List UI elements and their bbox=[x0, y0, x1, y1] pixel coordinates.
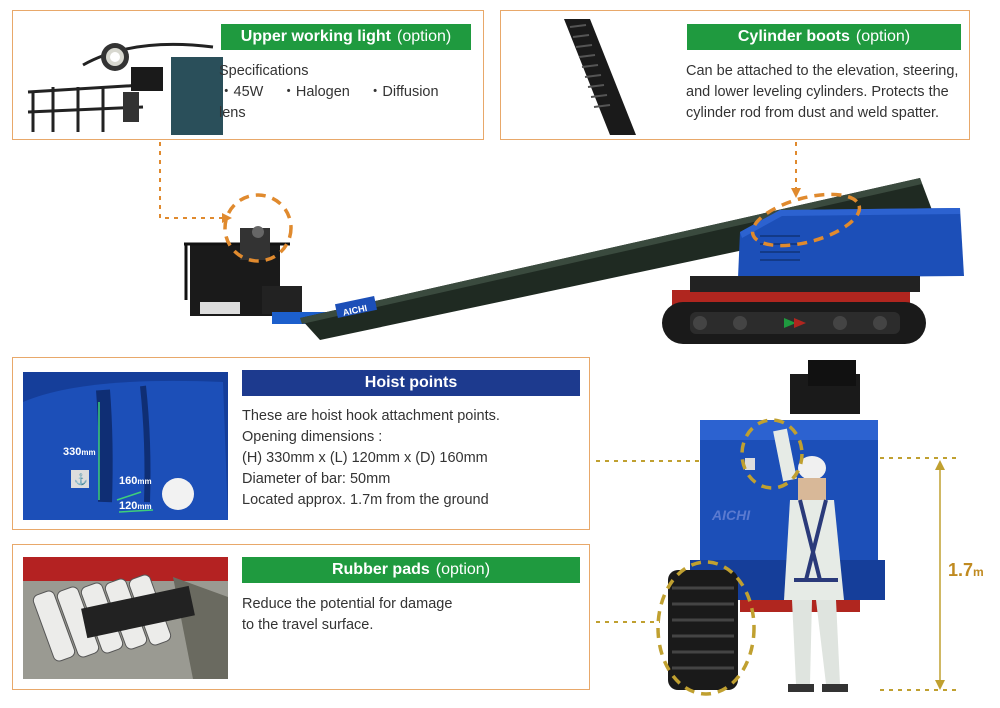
rubber-pads-option: (option) bbox=[435, 561, 491, 578]
rubber-pads-description: Reduce the potential for damage to the t… bbox=[242, 594, 452, 636]
rubber-pads-header: Rubber pads (option) bbox=[242, 557, 580, 583]
hoist-points-title: Hoist points bbox=[364, 374, 458, 391]
height-value: 1.7 bbox=[948, 560, 974, 580]
dim-depth-unit: mm bbox=[137, 477, 152, 486]
upper-light-spec-list: 45W Halogen Diffusion lens bbox=[219, 82, 483, 124]
hoist-points-callout: ⚓ 330mm 160mm 120mm Hoist points These a… bbox=[12, 357, 590, 530]
dim-height-unit: mm bbox=[81, 448, 96, 457]
cylinder-boots-title: Cylinder boots bbox=[737, 28, 850, 45]
hoist-points-description: These are hoist hook attachment points. … bbox=[242, 406, 500, 511]
hoist-point-photo: ⚓ 330mm 160mm 120mm bbox=[23, 372, 228, 520]
working-light-photo bbox=[23, 17, 223, 135]
upper-light-callout: Upper working light (option) Specificatio… bbox=[12, 10, 484, 140]
hoist-points-header: Hoist points bbox=[242, 370, 580, 396]
description-line: These are hoist hook attachment points. bbox=[242, 408, 500, 424]
dim-height-value: 330 bbox=[63, 446, 82, 458]
description-line: to the travel surface. bbox=[242, 617, 374, 633]
description-line: Can be attached to the elevation, steeri… bbox=[686, 63, 959, 79]
rubber-pads-photo bbox=[23, 557, 228, 679]
cylinder-boots-callout: Cylinder boots (option) Can be attached t… bbox=[500, 10, 970, 140]
rear-brand: AICHI bbox=[711, 507, 751, 523]
dim-height-label: 330mm bbox=[63, 446, 96, 458]
cylinder-boots-option: (option) bbox=[855, 28, 911, 45]
dim-length-label: 120mm bbox=[119, 500, 152, 512]
description-line: Located approx. 1.7m from the ground bbox=[242, 492, 489, 508]
description-line: (H) 330mm x (L) 120mm x (D) 160mm bbox=[242, 450, 488, 466]
svg-text:⚓: ⚓ bbox=[74, 473, 88, 486]
cylinder-boots-header: Cylinder boots (option) bbox=[687, 24, 961, 50]
rubber-pads-callout: Rubber pads (option) Reduce the potential… bbox=[12, 544, 590, 690]
upper-light-header: Upper working light (option) bbox=[221, 24, 471, 50]
boom-brand: AICHI bbox=[342, 303, 368, 318]
description-line: cylinder rod from dust and weld spatter. bbox=[686, 105, 940, 121]
description-line: Diameter of bar: 50mm bbox=[242, 471, 391, 487]
cylinder-boots-description: Can be attached to the elevation, steeri… bbox=[686, 61, 958, 124]
dim-depth-value: 160 bbox=[119, 475, 138, 487]
upper-light-option: (option) bbox=[396, 28, 452, 45]
dim-length-unit: mm bbox=[137, 502, 152, 511]
rubber-pads-title: Rubber pads bbox=[331, 561, 430, 578]
description-line: Reduce the potential for damage bbox=[242, 596, 453, 612]
description-line: Opening dimensions : bbox=[242, 429, 383, 445]
height-unit: m bbox=[973, 565, 984, 579]
description-line: and lower leveling cylinders. Protects t… bbox=[686, 84, 949, 100]
spec-item: Halogen bbox=[281, 84, 350, 100]
cylinder-boot-photo bbox=[556, 17, 646, 135]
upper-light-title: Upper working light bbox=[240, 28, 391, 45]
spec-item: 45W bbox=[219, 84, 263, 100]
dim-depth-label: 160mm bbox=[119, 475, 152, 487]
upper-light-spec-heading: Specifications bbox=[219, 63, 309, 79]
dim-length-value: 120 bbox=[119, 500, 138, 512]
height-label: 1.7m bbox=[948, 560, 984, 581]
